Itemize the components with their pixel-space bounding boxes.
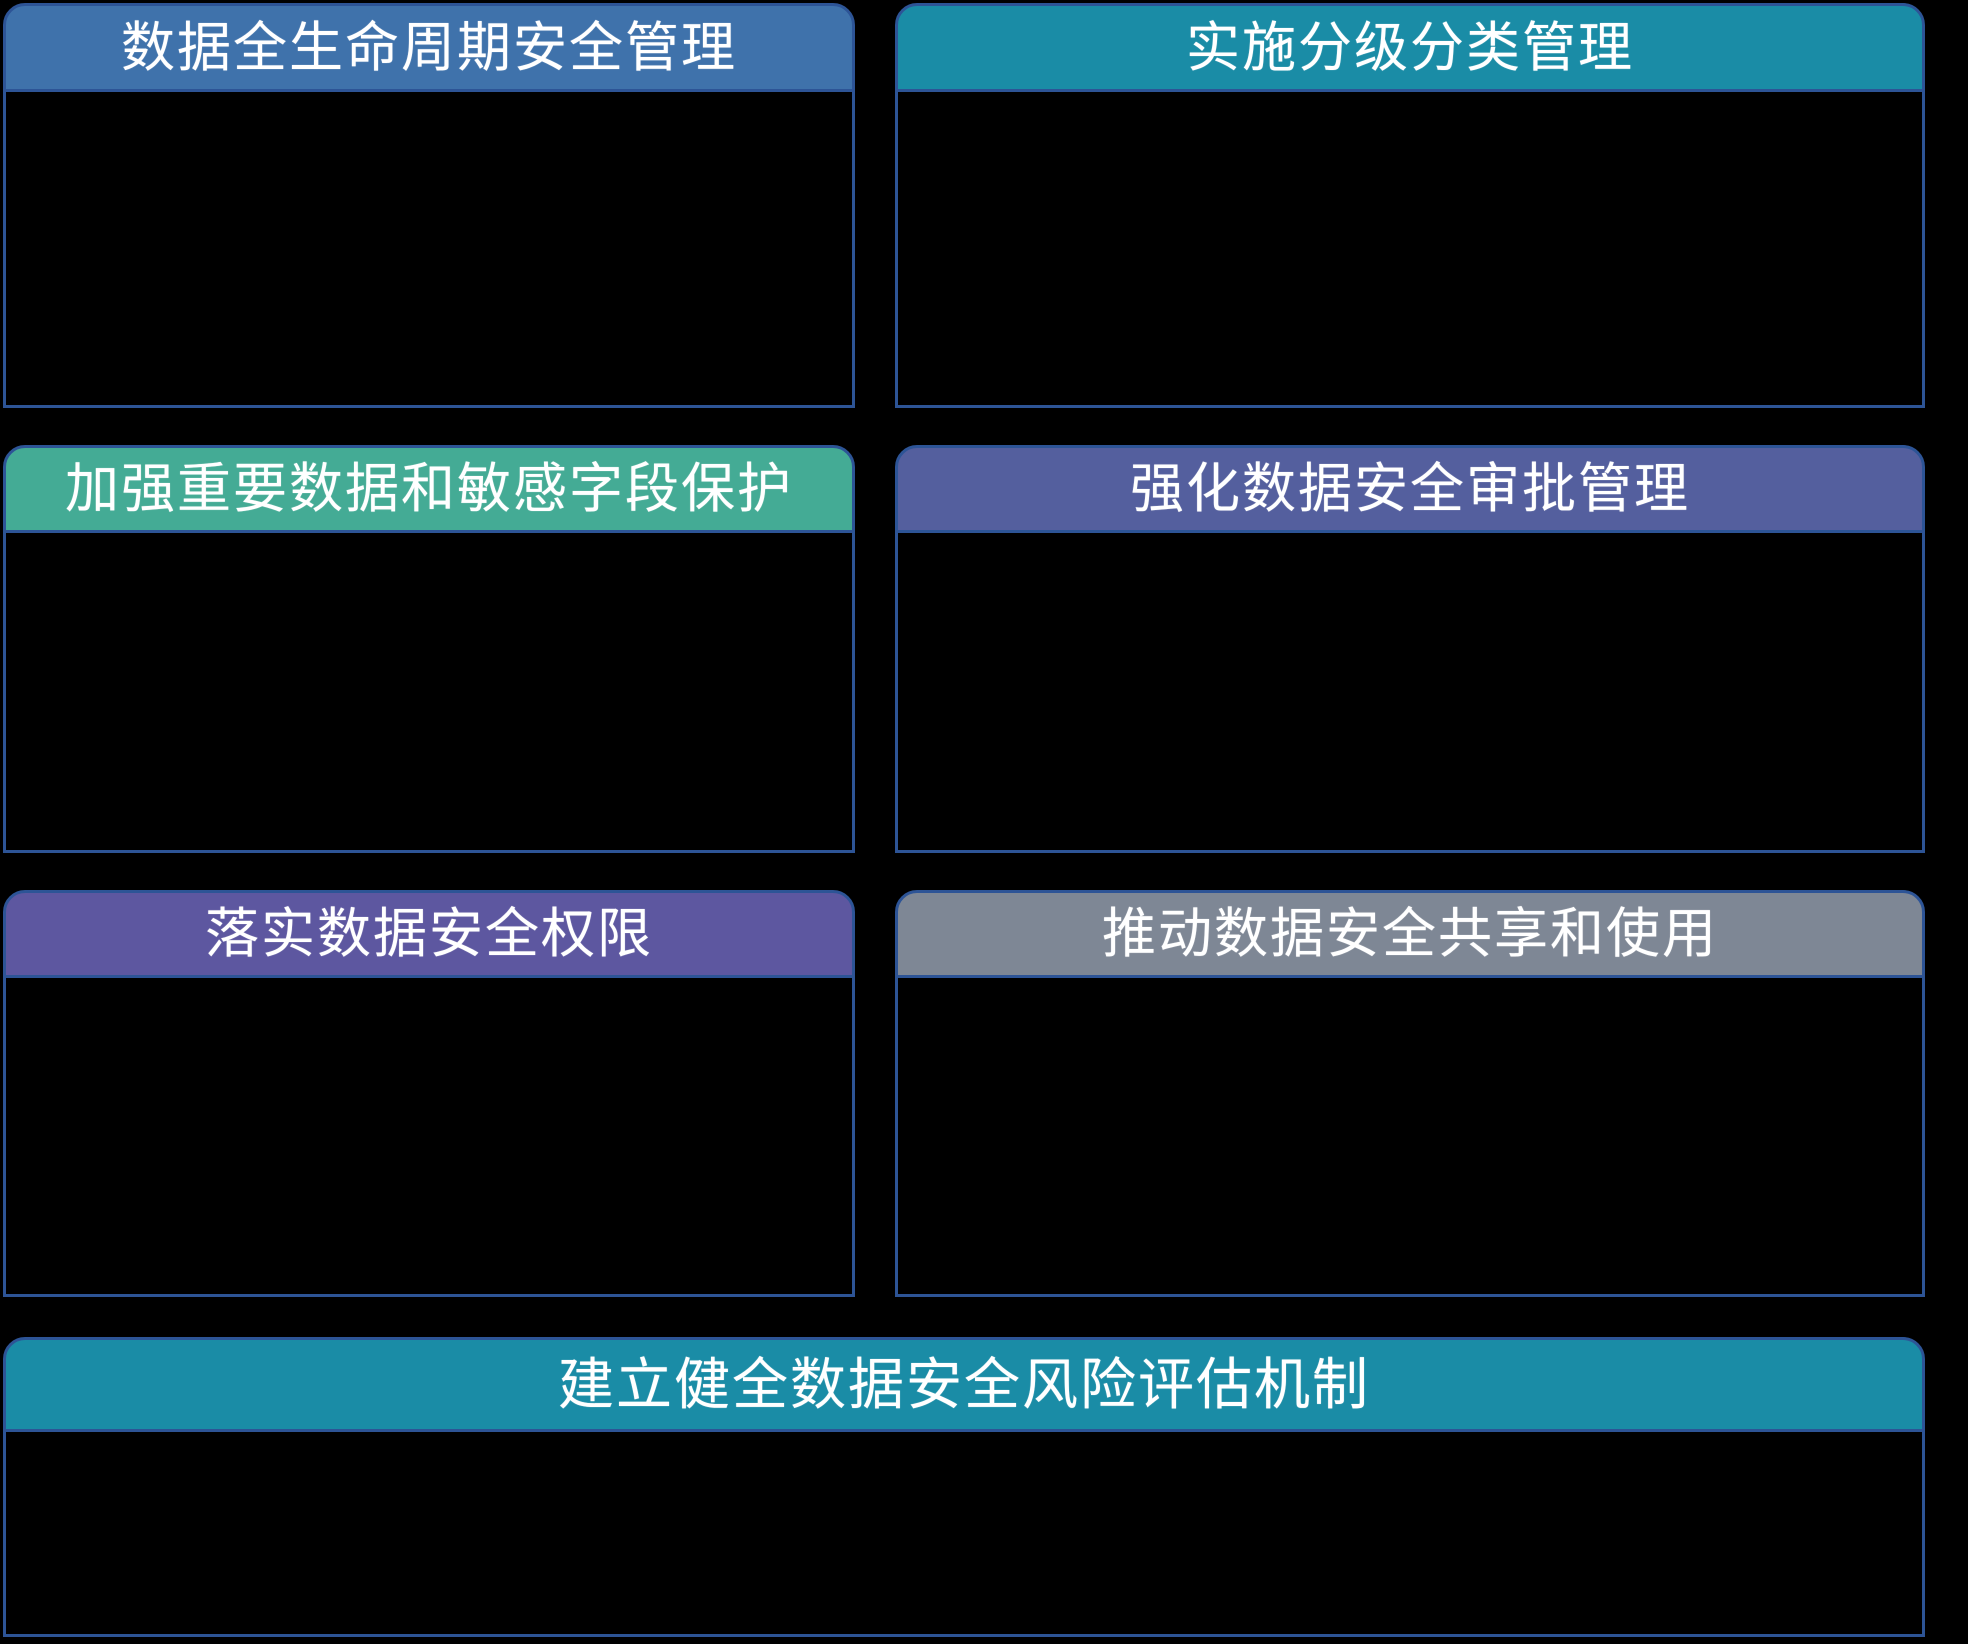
card-title-establish-data-security-risk-assessment-mechanism: 建立健全数据安全风险评估机制 xyxy=(558,1352,1370,1416)
card-title-promote-secure-data-sharing-and-use: 推动数据安全共享和使用 xyxy=(1102,904,1718,964)
card-data-lifecycle-security-management[interactable]: 数据全生命周期安全管理 xyxy=(3,3,855,408)
card-establish-data-security-risk-assessment-mechanism[interactable]: 建立健全数据安全风险评估机制 xyxy=(3,1337,1925,1637)
card-promote-secure-data-sharing-and-use[interactable]: 推动数据安全共享和使用 xyxy=(895,890,1925,1297)
card-body-text-strengthen-important-data-sensitive-field-protection xyxy=(6,533,852,569)
card-strengthen-data-security-approval-management[interactable]: 强化数据安全审批管理 xyxy=(895,445,1925,853)
card-body-strengthen-data-security-approval-management xyxy=(895,533,1925,853)
card-header-data-lifecycle-security-management: 数据全生命周期安全管理 xyxy=(3,3,855,92)
card-title-implement-classification-grading-management: 实施分级分类管理 xyxy=(1186,17,1634,78)
card-header-strengthen-data-security-approval-management: 强化数据安全审批管理 xyxy=(895,445,1925,533)
card-implement-data-security-permissions[interactable]: 落实数据安全权限 xyxy=(3,890,855,1297)
card-title-implement-data-security-permissions: 落实数据安全权限 xyxy=(205,904,653,964)
card-body-implement-classification-grading-management xyxy=(895,92,1925,408)
card-body-text-strengthen-data-security-approval-management xyxy=(898,533,1922,569)
card-body-promote-secure-data-sharing-and-use xyxy=(895,978,1925,1297)
card-header-promote-secure-data-sharing-and-use: 推动数据安全共享和使用 xyxy=(895,890,1925,978)
card-header-implement-data-security-permissions: 落实数据安全权限 xyxy=(3,890,855,978)
card-title-data-lifecycle-security-management: 数据全生命周期安全管理 xyxy=(121,17,737,78)
card-header-establish-data-security-risk-assessment-mechanism: 建立健全数据安全风险评估机制 xyxy=(3,1337,1925,1432)
card-body-data-lifecycle-security-management xyxy=(3,92,855,408)
card-body-text-implement-data-security-permissions xyxy=(6,978,852,1014)
card-title-strengthen-data-security-approval-management: 强化数据安全审批管理 xyxy=(1130,459,1690,519)
card-header-implement-classification-grading-management: 实施分级分类管理 xyxy=(895,3,1925,92)
card-header-strengthen-important-data-sensitive-field-protection: 加强重要数据和敏感字段保护 xyxy=(3,445,855,533)
card-body-strengthen-important-data-sensitive-field-protection xyxy=(3,533,855,853)
card-body-text-data-lifecycle-security-management xyxy=(6,92,852,128)
card-body-text-promote-secure-data-sharing-and-use xyxy=(898,978,1922,1014)
card-strengthen-important-data-sensitive-field-protection[interactable]: 加强重要数据和敏感字段保护 xyxy=(3,445,855,853)
card-title-strengthen-important-data-sensitive-field-protection: 加强重要数据和敏感字段保护 xyxy=(65,459,793,519)
card-body-establish-data-security-risk-assessment-mechanism xyxy=(3,1432,1925,1637)
card-body-text-establish-data-security-risk-assessment-mechanism xyxy=(6,1432,1922,1468)
card-body-implement-data-security-permissions xyxy=(3,978,855,1297)
card-implement-classification-grading-management[interactable]: 实施分级分类管理 xyxy=(895,3,1925,408)
card-body-text-implement-classification-grading-management xyxy=(898,92,1922,128)
